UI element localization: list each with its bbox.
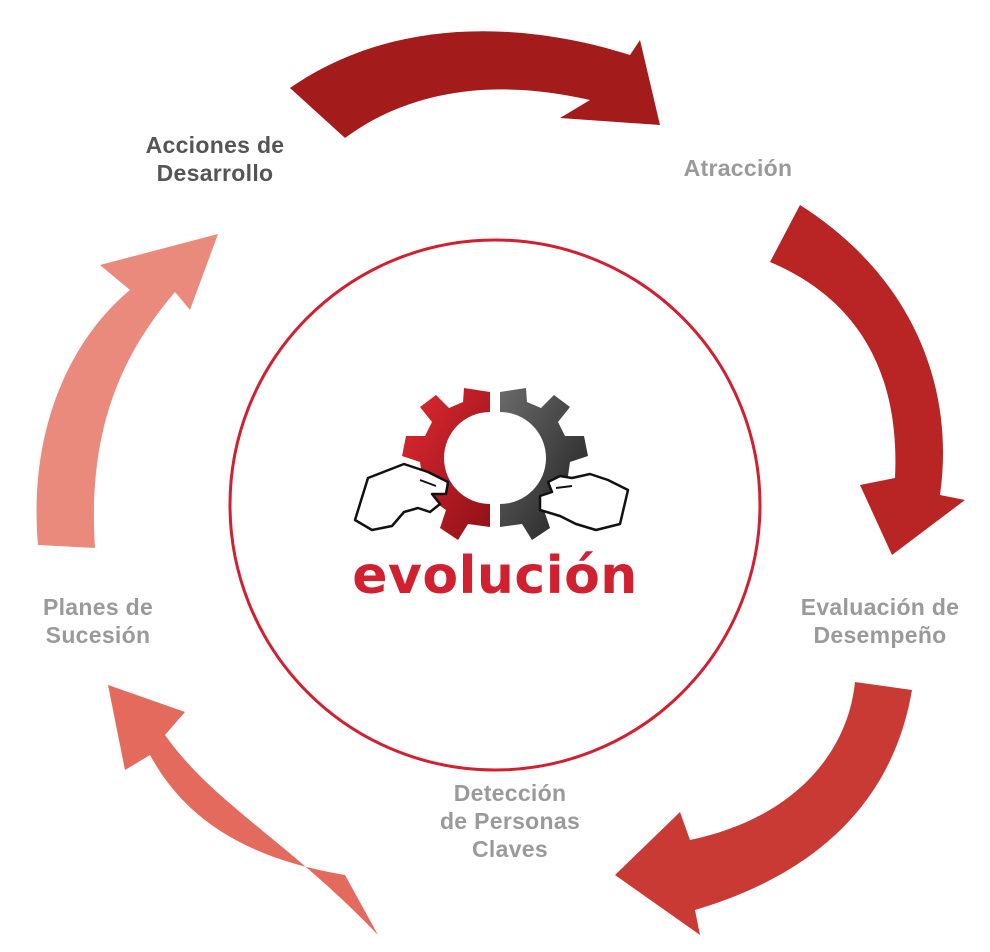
cycle-arrows: [36, 31, 965, 935]
step-label-line: Acciones de: [145, 132, 285, 158]
arrow-atraccion-to-evaluacion: [770, 205, 965, 555]
center-ring: [228, 238, 762, 772]
step-label-evaluacion-de-desempeno: Evaluación de Desempeño: [760, 593, 990, 649]
step-label-planes-de-sucesion: Planes de Sucesión: [0, 593, 218, 649]
step-label-line: Desarrollo: [156, 160, 274, 186]
step-label-line: Detección: [453, 780, 567, 806]
step-label-line: Evaluación de: [800, 594, 960, 620]
step-label-line: Claves: [472, 836, 548, 862]
step-label-line: Sucesión: [45, 622, 151, 648]
step-label-line: Planes de: [42, 594, 154, 620]
step-label-line: de Personas: [439, 808, 581, 834]
arrow-planes-to-acciones: [36, 234, 219, 548]
step-label-line: Desempeño: [813, 622, 947, 648]
arrow-deteccion-to-planes: [108, 685, 378, 935]
step-label-deteccion-de-personas-claves: Detección de Personas Claves: [390, 779, 630, 863]
gear-with-hands-icon: [353, 388, 630, 540]
step-label-line: Atracción: [683, 155, 793, 181]
step-label-acciones-de-desarrollo: Acciones de Desarrollo: [95, 131, 335, 187]
arrow-evaluacion-to-deteccion: [615, 682, 912, 935]
arrow-acciones-to-atraccion: [290, 31, 660, 138]
step-label-atraccion: Atracción: [618, 154, 858, 182]
brand-wordmark: evolución: [352, 546, 638, 606]
